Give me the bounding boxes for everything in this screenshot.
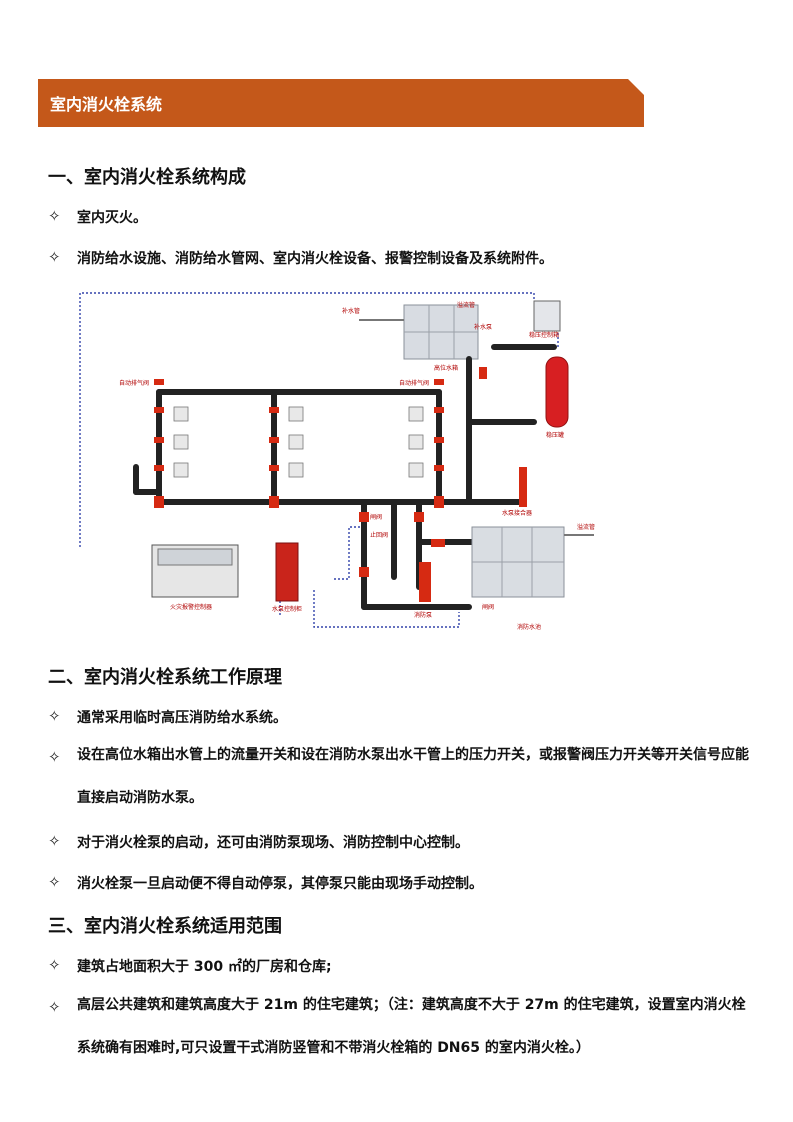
- diagram-label: 水泵接合器: [502, 509, 532, 517]
- bullet-item: ✧ 建筑占地面积大于 300 ㎡的厂房和仓库;: [48, 956, 752, 976]
- bullet-text: 消火栓泵一旦启动便不得自动停泵，其停泵只能由现场手动控制。: [77, 876, 483, 892]
- bullet-item: ✧ 消防给水设施、消防给水管网、室内消火栓设备、报警控制设备及系统附件。: [48, 248, 752, 268]
- diagram-label: 溢流管: [577, 523, 595, 531]
- diagram-label: 稳压罐: [546, 431, 564, 439]
- bullet-diamond-icon: ✧: [48, 956, 61, 974]
- diagram-label: 稳压控制箱: [529, 331, 559, 339]
- diagram-label: 自动排气阀: [399, 379, 429, 387]
- bullet-text: 通常采用临时高压消防给水系统。: [77, 710, 287, 726]
- bullet-diamond-icon: ✧: [48, 873, 61, 891]
- heading-principle: 二、室内消火栓系统工作原理: [48, 667, 282, 688]
- bullet-diamond-icon: ✧: [48, 707, 61, 725]
- banner-title: 室内消火栓系统: [50, 95, 163, 114]
- bullet-item: ✧ 消火栓泵一旦启动便不得自动停泵，其停泵只能由现场手动控制。: [48, 873, 752, 893]
- bullet-diamond-icon: ✧: [48, 748, 61, 766]
- bullet-diamond-icon: ✧: [48, 998, 61, 1016]
- diagram-label: 补水泵: [474, 323, 492, 331]
- heading-scope: 三、室内消火栓系统适用范围: [48, 916, 282, 937]
- diagram-label: 闸阀: [482, 603, 494, 611]
- bullet-diamond-icon: ✧: [48, 832, 61, 850]
- bullet-text: 消防给水设施、消防给水管网、室内消火栓设备、报警控制设备及系统附件。: [77, 251, 553, 267]
- bullet-diamond-icon: ✧: [48, 248, 61, 266]
- bullet-text: 对于消火栓泵的启动，还可由消防泵现场、消防控制中心控制。: [77, 835, 469, 851]
- diagram-label: 闸阀: [370, 513, 382, 521]
- bullet-text: 建筑占地面积大于 300 ㎡的厂房和仓库;: [77, 959, 332, 975]
- diagram-label: 消防水池: [517, 623, 541, 631]
- bullet-item: ✧ 设在高位水箱出水管上的流量开关和设在消防水泵出水干管上的压力开关，或报警阀压…: [48, 747, 752, 820]
- section-banner: 室内消火栓系统: [38, 79, 644, 127]
- fire-alarm-controller-illustration: [151, 544, 239, 598]
- diagram-label: 溢流管: [457, 301, 475, 309]
- diagram-label: 止回阀: [370, 531, 388, 539]
- stabilizer-cabinet-illustration: [533, 300, 561, 332]
- heading-composition: 一、室内消火栓系统构成: [48, 167, 246, 188]
- bullet-item: ✧ 通常采用临时高压消防给水系统。: [48, 707, 752, 727]
- bullet-text: 高层公共建筑和建筑高度大于 21m 的住宅建筑；（注：建筑高度不大于 27m 的…: [77, 997, 746, 1056]
- diagram-label: 自动排气阀: [119, 379, 149, 387]
- bullet-diamond-icon: ✧: [48, 207, 61, 225]
- bullet-text: 设在高位水箱出水管上的流量开关和设在消防水泵出水干管上的压力开关，或报警阀压力开…: [77, 747, 749, 806]
- pump-control-cabinet-illustration: [275, 542, 299, 602]
- stabilizer-tank-illustration: [545, 356, 569, 428]
- high-tank-illustration: [403, 304, 479, 360]
- bullet-text: 室内灭火。: [77, 210, 147, 226]
- diagram-label: 补水管: [342, 307, 360, 315]
- bullet-item: ✧ 室内灭火。: [48, 207, 752, 227]
- diagram-label: 消防泵: [414, 611, 432, 619]
- bullet-item: ✧ 高层公共建筑和建筑高度大于 21m 的住宅建筑；（注：建筑高度不大于 27m…: [48, 997, 752, 1070]
- diagram-label: 火灾报警控制器: [170, 603, 212, 611]
- diagram-label: 水泵控制柜: [272, 605, 302, 613]
- diagram-label: 高位水箱: [434, 364, 458, 372]
- fire-hydrant-system-diagram: 补水管 溢流管 补水泵 稳压控制箱 高位水箱 自动排气阀 自动排气阀 稳压罐 水…: [79, 292, 595, 631]
- fire-pool-illustration: [471, 526, 565, 598]
- bullet-item: ✧ 对于消火栓泵的启动，还可由消防泵现场、消防控制中心控制。: [48, 832, 752, 852]
